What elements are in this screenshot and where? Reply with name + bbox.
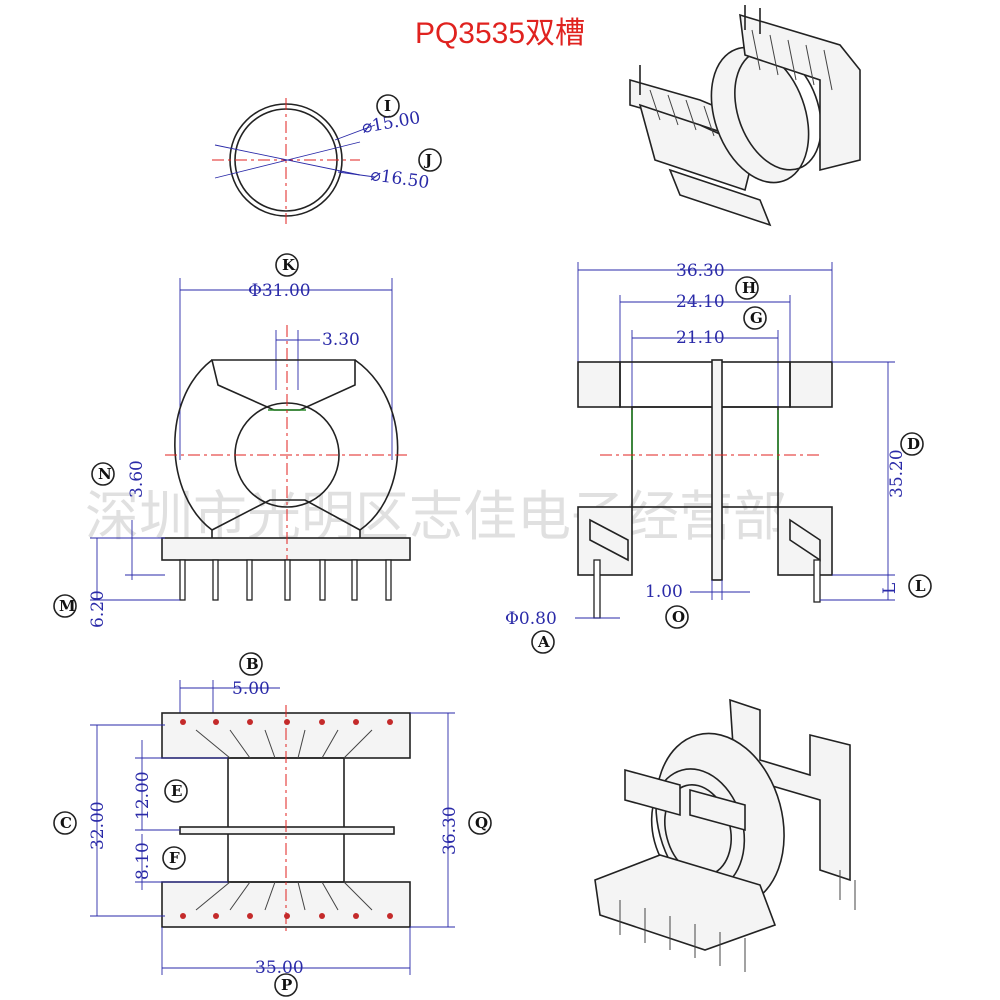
dim-inner-width: 21.10 [676, 328, 725, 348]
tag-a: A [537, 633, 550, 651]
bottom-view: B 5.00 [53, 652, 492, 997]
bottom-pins-bottom [180, 913, 393, 919]
dim-upper-section: 12.00 [133, 771, 153, 820]
tag-c: C [60, 814, 72, 832]
dim-flange-diameter: Φ31.00 [248, 281, 311, 301]
tag-n: N [98, 465, 112, 483]
dim-lower-section: 8.10 [133, 842, 153, 880]
bottom-pins-top [180, 719, 393, 725]
dim-slot-width: 3.30 [322, 330, 360, 350]
tag-i: I [384, 97, 391, 115]
tag-m: M [59, 597, 76, 615]
dim-l: L [880, 583, 900, 594]
dim-outer-diameter: ⌀16.50 [369, 165, 430, 193]
isometric-view-top [629, 5, 861, 227]
tag-p: P [281, 976, 292, 994]
dim-pin-length: 6.20 [88, 590, 108, 628]
dim-winding-width: 24.10 [676, 292, 725, 312]
dim-overall-height: 35.20 [887, 449, 907, 498]
dim-inner-diameter: ⌀15.00 [360, 108, 421, 138]
tag-g: G [750, 309, 763, 327]
tag-q: Q [475, 814, 488, 832]
front-view: Φ31.00 K 3.30 3.60 6 [53, 253, 411, 628]
dim-bottom-width: 35.00 [255, 958, 304, 978]
tag-b: B [246, 655, 259, 673]
dim-bottom-overall-height: 36.30 [440, 806, 460, 855]
tag-e: E [171, 782, 182, 800]
dim-base-height: 3.60 [127, 460, 147, 498]
isometric-view-bottom [594, 698, 856, 972]
dim-pin-pitch: 5.00 [232, 679, 270, 699]
dim-overall-width: 36.30 [676, 261, 725, 281]
dim-pin-row-spacing: 32.00 [88, 801, 108, 850]
circle-detail: ⌀15.00 ⌀16.50 I J [212, 94, 442, 224]
tag-j: J [423, 151, 432, 169]
tag-h: H [742, 279, 756, 297]
tag-d: D [907, 435, 920, 453]
tag-f: F [169, 849, 180, 867]
tag-k: K [282, 256, 296, 274]
tag-o: O [672, 608, 685, 626]
dim-pin-diameter: Φ0.80 [505, 609, 557, 629]
tag-l: L [915, 577, 926, 595]
dim-flange-thickness: 1.00 [645, 582, 683, 602]
side-view: 36.30 24.10 H 21.10 G 35.20 D [505, 261, 932, 654]
page-title: PQ3535双槽 [414, 17, 586, 50]
front-pins [179, 559, 392, 601]
